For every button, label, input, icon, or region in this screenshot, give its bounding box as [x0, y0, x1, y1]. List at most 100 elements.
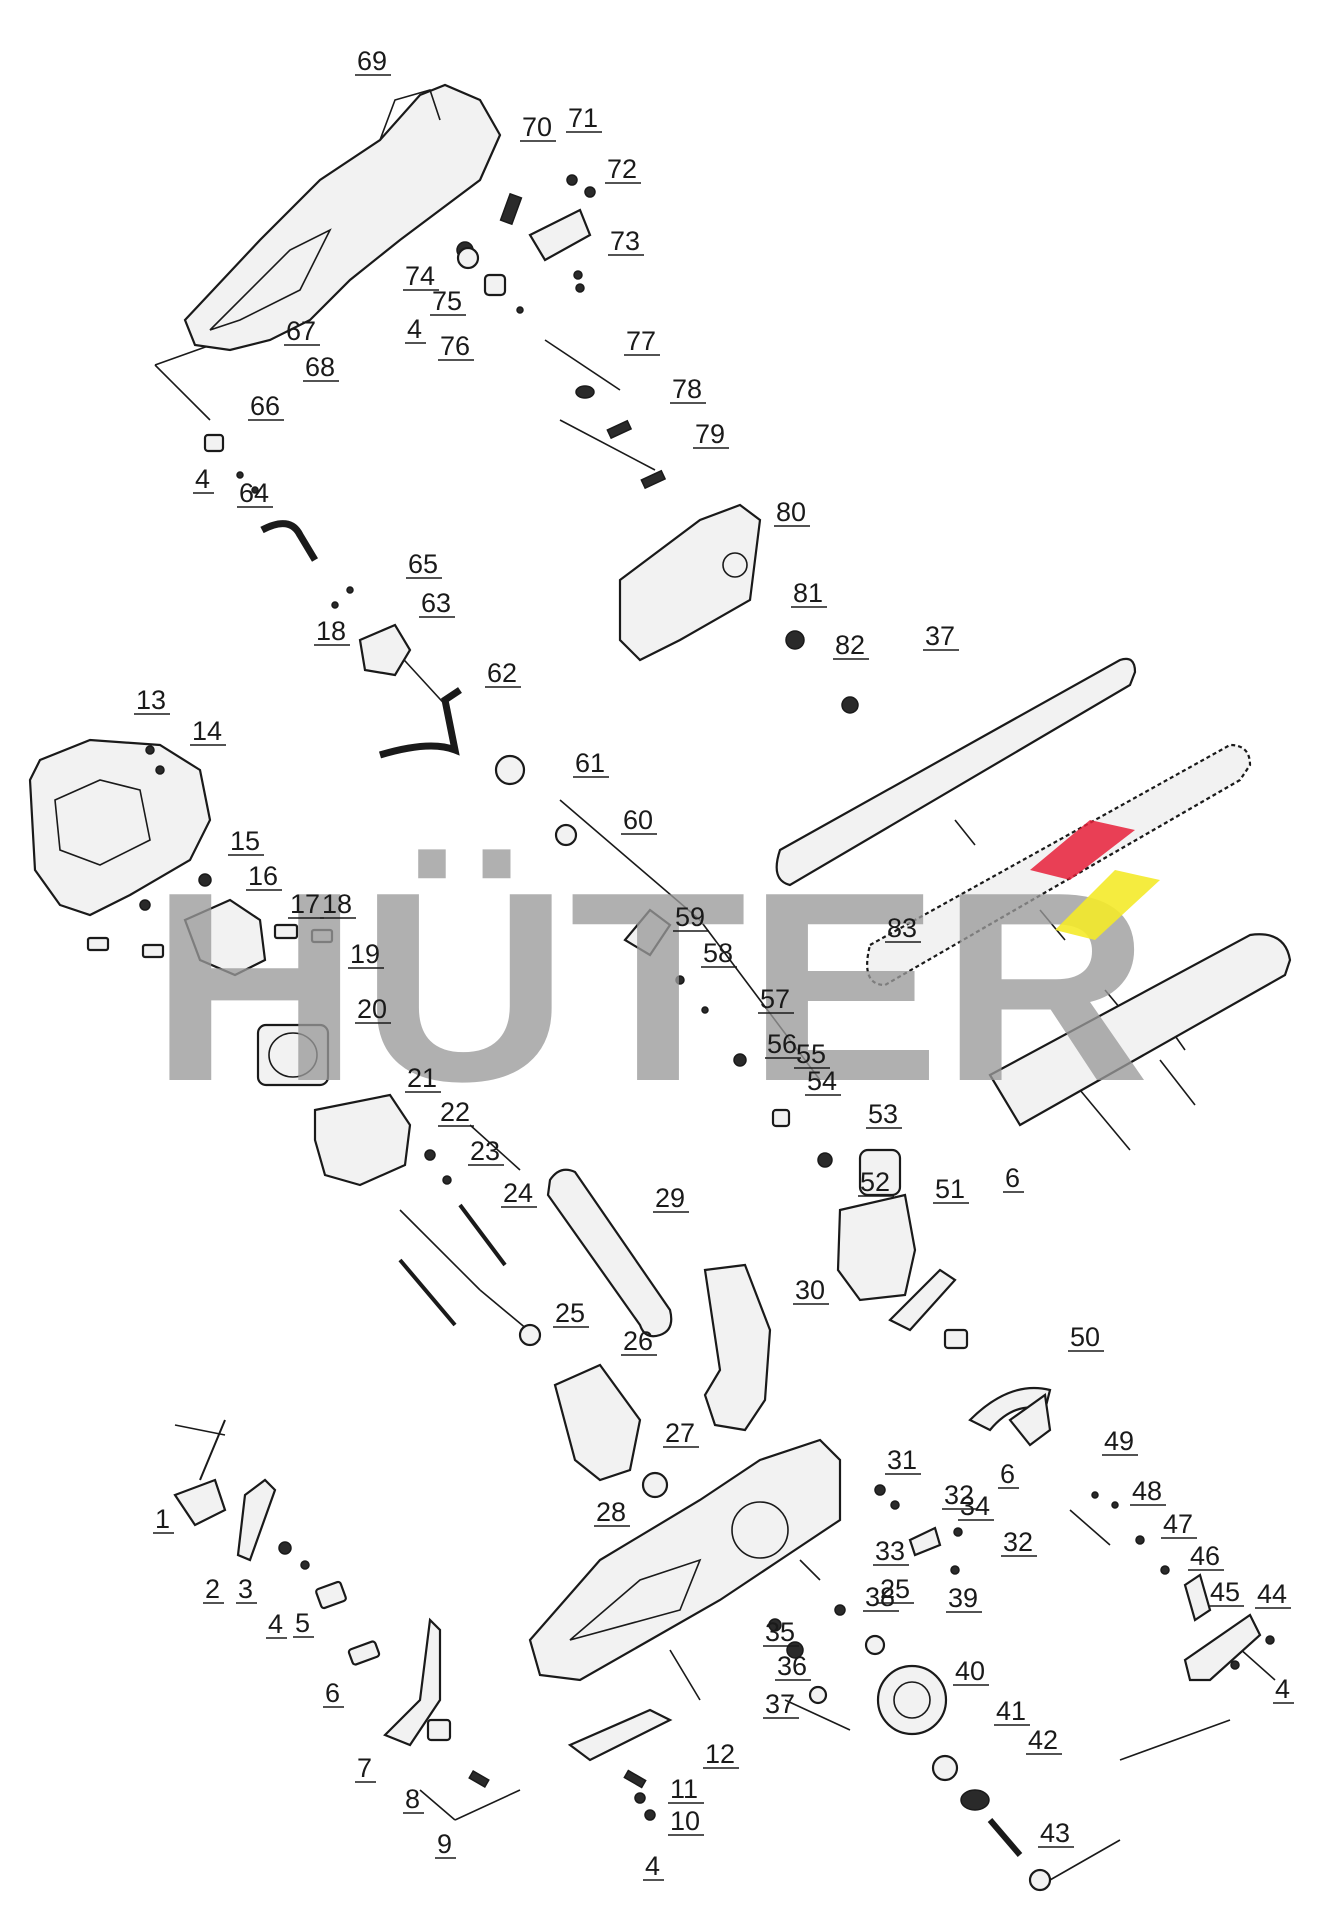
part-label-11: 11	[670, 1774, 698, 1804]
part-label-20: 20	[357, 994, 387, 1024]
part-label-9: 9	[437, 1829, 452, 1859]
part-label-44: 44	[1257, 1579, 1287, 1609]
handle-tube-shape	[546, 1168, 673, 1338]
part-label-62: 62	[487, 658, 517, 688]
part-label-53: 53	[868, 1099, 898, 1129]
part-label-71: 71	[568, 103, 598, 133]
part-label-3: 3	[238, 1574, 253, 1604]
part-label-48: 48	[1132, 1476, 1162, 1506]
part-label-60: 60	[623, 805, 653, 835]
brand-watermark: HÜTER	[150, 820, 1160, 1138]
part-label-50: 50	[1070, 1322, 1100, 1352]
part-label-83: 83	[887, 913, 917, 943]
part-label-31: 31	[887, 1445, 917, 1475]
armature-shape	[553, 1363, 642, 1482]
part-label-25: 25	[880, 1574, 910, 1604]
part-label-61: 61	[575, 748, 605, 778]
watermark-text: HÜTER	[150, 837, 1150, 1138]
part-label-72: 72	[607, 154, 637, 184]
part-label-28: 28	[596, 1497, 626, 1527]
upper-housing-shape	[183, 83, 502, 352]
part-label-38: 38	[865, 1582, 895, 1612]
part-label-45: 45	[1210, 1577, 1240, 1607]
part-label-40: 40	[955, 1656, 985, 1686]
gear-shape	[876, 1664, 948, 1736]
logo-yellow-stripe	[1055, 870, 1160, 940]
part-label-65: 65	[408, 549, 438, 579]
part-label-21: 21	[407, 1063, 437, 1093]
part-label-13: 13	[136, 685, 166, 715]
part-label-30: 30	[795, 1275, 825, 1305]
part-label-69: 69	[357, 46, 387, 76]
guide-bar-shape	[775, 657, 1137, 887]
part-label-18: 18	[316, 616, 346, 646]
part-label-70: 70	[522, 112, 552, 142]
part-label-14: 14	[192, 716, 222, 746]
part-label-79: 79	[695, 419, 725, 449]
part-label-29: 29	[655, 1183, 685, 1213]
part-label-4: 4	[645, 1851, 660, 1881]
logo-red-stripe	[1030, 820, 1135, 880]
part-label-10: 10	[670, 1806, 700, 1836]
part-label-39: 39	[948, 1583, 978, 1613]
part-label-64: 64	[239, 478, 269, 508]
motor-housing-shape	[28, 738, 212, 917]
part-label-67: 67	[286, 316, 316, 346]
part-label-32: 32	[1003, 1527, 1033, 1557]
part-label-75: 75	[432, 286, 462, 316]
part-label-23: 23	[470, 1136, 500, 1166]
part-label-55: 55	[796, 1039, 826, 1069]
part-label-47: 47	[1163, 1509, 1193, 1539]
part-label-4: 4	[1275, 1674, 1290, 1704]
part-label-27: 27	[665, 1418, 695, 1448]
part-label-74: 74	[405, 261, 435, 291]
part-label-73: 73	[610, 226, 640, 256]
part-label-25: 25	[555, 1298, 585, 1328]
part-label-77: 77	[626, 326, 656, 356]
part-label-46: 46	[1190, 1541, 1220, 1571]
main-housing-shape	[528, 1438, 842, 1682]
part-label-8: 8	[405, 1784, 420, 1814]
part-label-5: 5	[295, 1608, 310, 1638]
part-label-34: 34	[960, 1491, 990, 1521]
part-label-52: 52	[860, 1167, 890, 1197]
part-label-80: 80	[776, 497, 806, 527]
part-label-78: 78	[672, 374, 702, 404]
part-label-4: 4	[407, 314, 422, 344]
part-label-6: 6	[325, 1678, 340, 1708]
part-label-63: 63	[421, 588, 451, 618]
power-plug-shape	[173, 1478, 227, 1527]
part-label-43: 43	[1040, 1818, 1070, 1848]
part-label-26: 26	[623, 1326, 653, 1356]
part-label-37: 37	[925, 621, 955, 651]
part-label-24: 24	[503, 1178, 533, 1208]
part-label-37: 37	[765, 1689, 795, 1719]
part-label-33: 33	[875, 1536, 905, 1566]
part-label-56: 56	[767, 1029, 797, 1059]
part-label-54: 54	[807, 1066, 837, 1096]
part-label-35: 35	[765, 1617, 795, 1647]
part-label-4: 4	[268, 1609, 283, 1639]
part-label-18: 18	[322, 889, 352, 919]
part-label-66: 66	[250, 391, 280, 421]
part-label-82: 82	[835, 630, 865, 660]
part-label-49: 49	[1104, 1426, 1134, 1456]
oil-tank-shape	[836, 1193, 917, 1302]
part-label-81: 81	[793, 578, 823, 608]
part-label-42: 42	[1028, 1725, 1058, 1755]
part-label-57: 57	[760, 984, 790, 1014]
part-label-2: 2	[205, 1574, 220, 1604]
bar-cover-shape	[988, 933, 1292, 1127]
parts-artwork	[28, 83, 1292, 1892]
part-label-51: 51	[935, 1174, 965, 1204]
part-label-1: 1	[155, 1504, 170, 1534]
part-label-4: 4	[195, 464, 210, 494]
part-label-76: 76	[440, 331, 470, 361]
part-label-15: 15	[230, 826, 260, 856]
part-label-32: 32	[944, 1480, 974, 1510]
part-label-17: 17	[290, 889, 320, 919]
part-label-6: 6	[1005, 1163, 1020, 1193]
chain-cover-shape	[618, 503, 762, 662]
